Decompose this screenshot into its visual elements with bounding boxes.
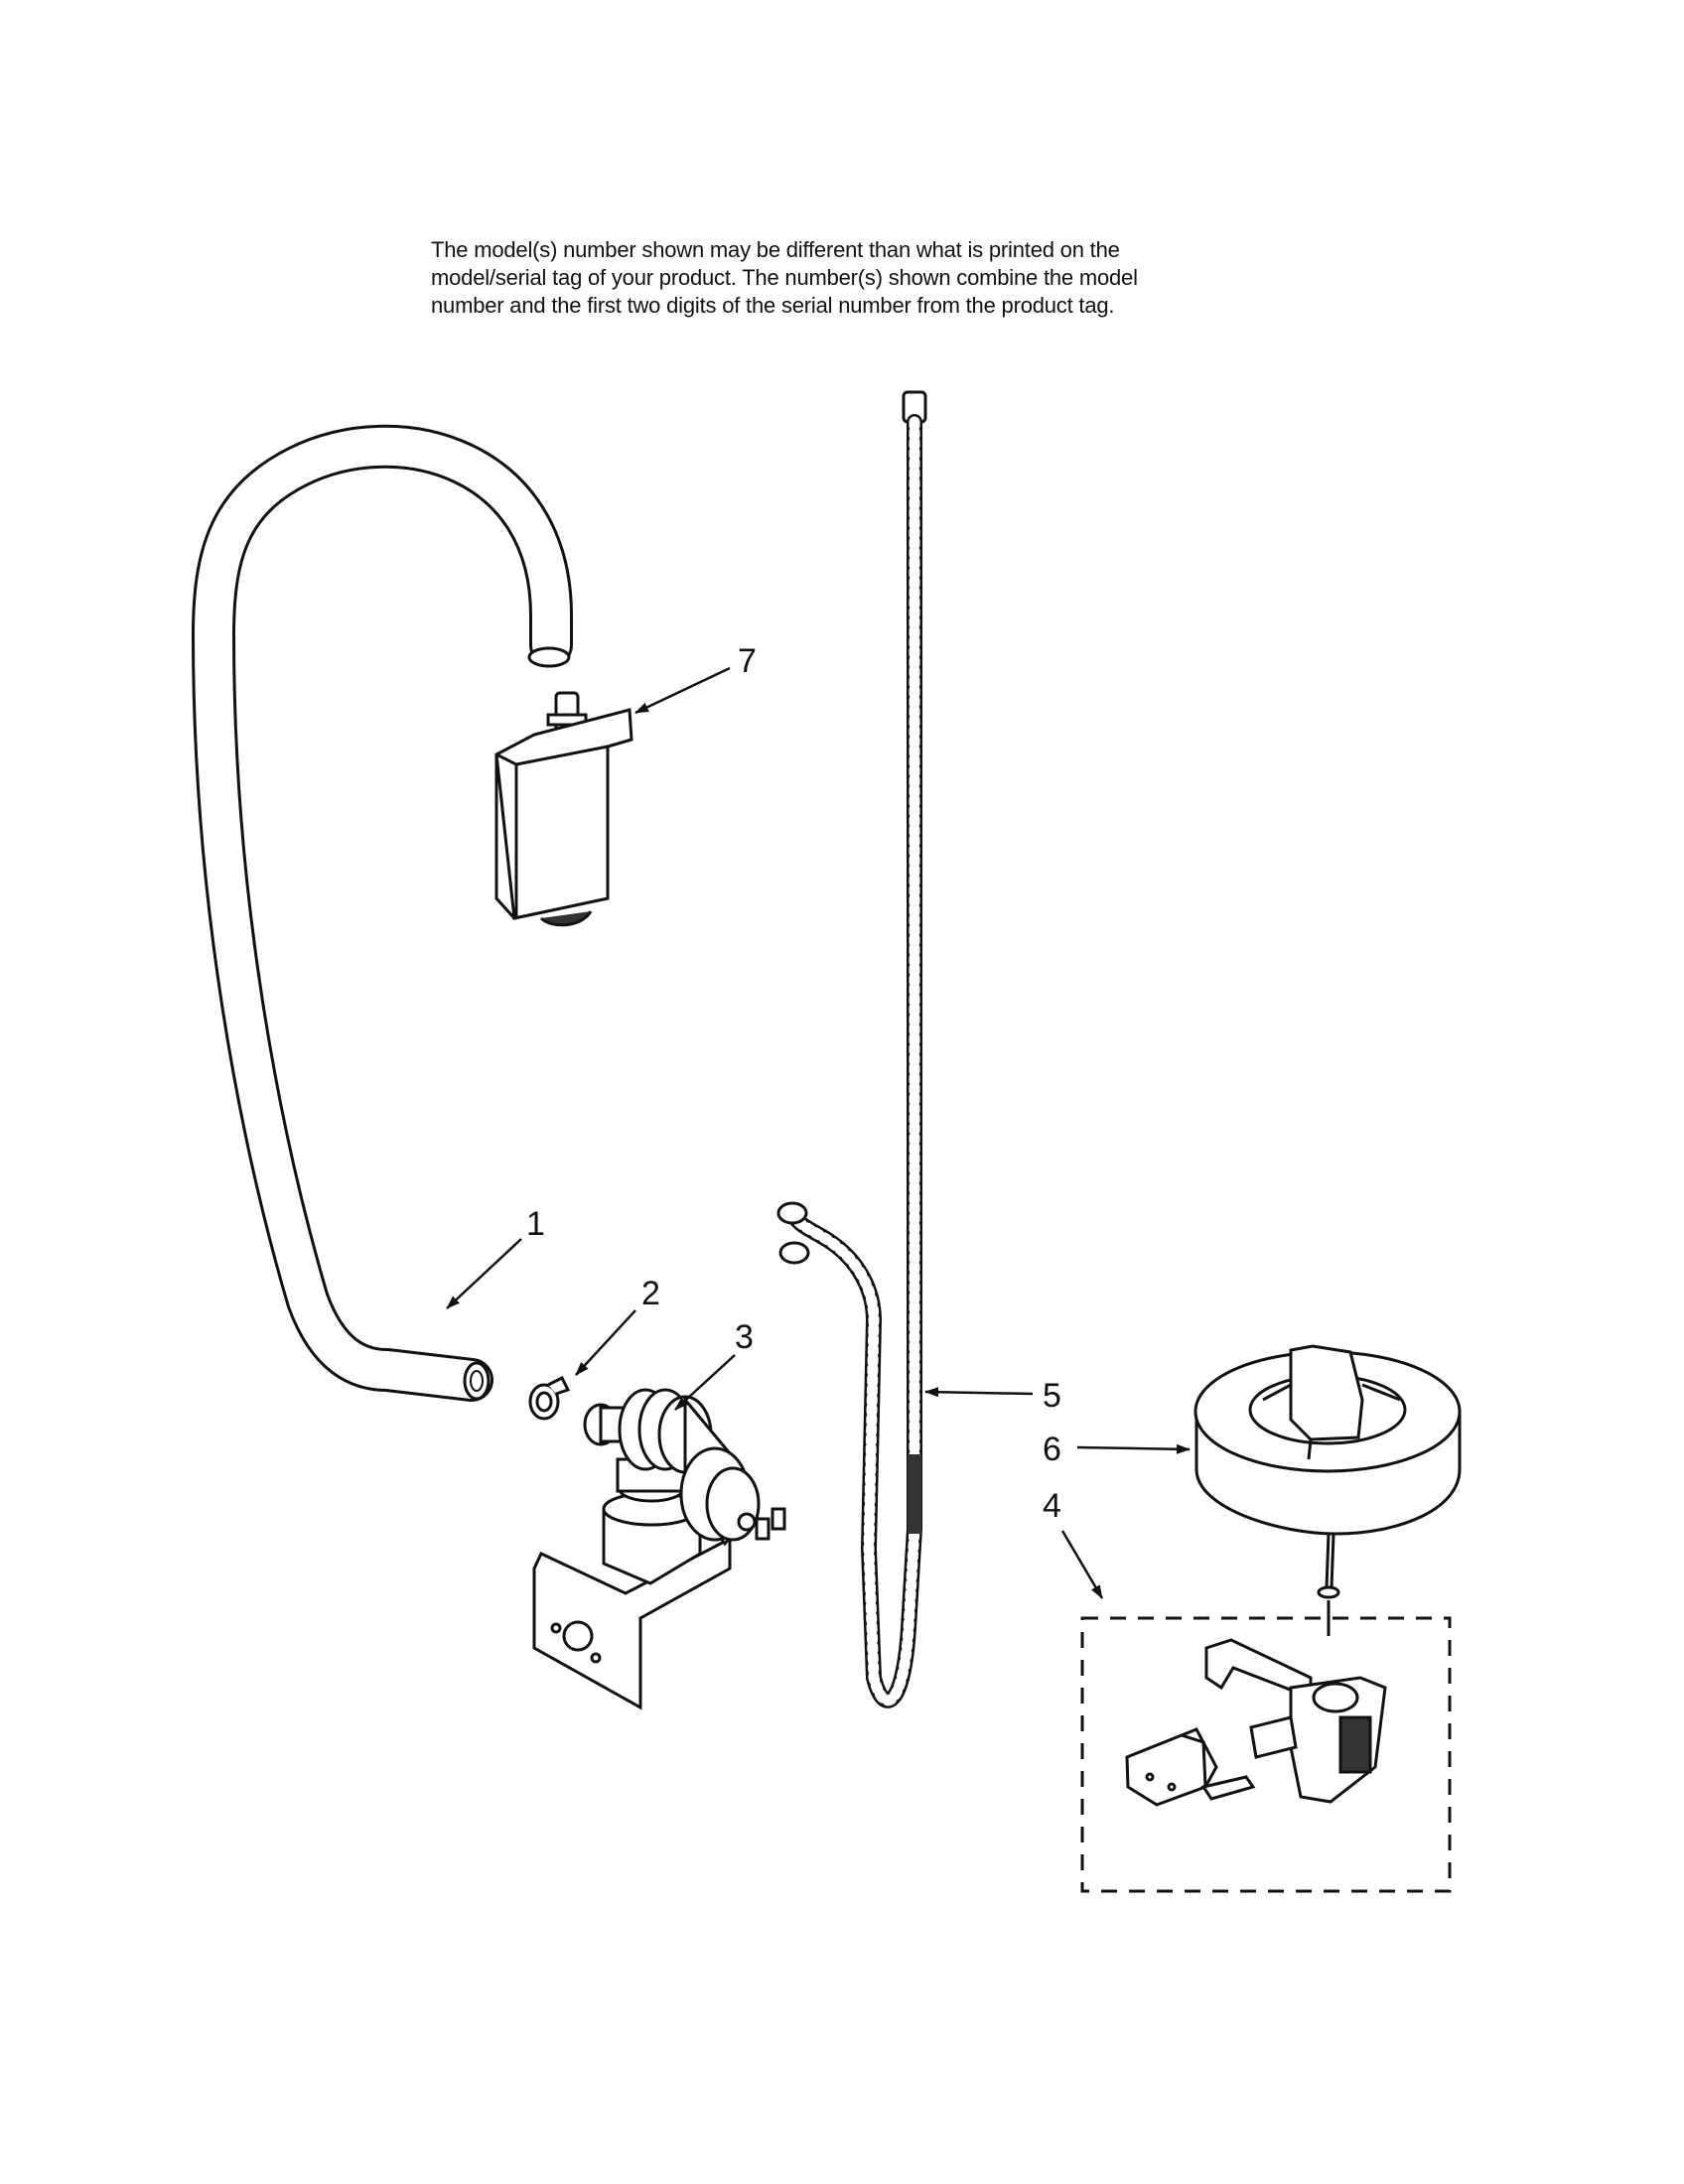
callout-7: 7	[738, 642, 757, 680]
drain-hose	[192, 424, 573, 1402]
disclaimer-line-3: number and the first two digits of the s…	[431, 293, 1115, 318]
callout-2: 2	[641, 1275, 660, 1312]
float-switch-assembly	[1080, 1600, 1452, 1893]
disclaimer-text: The model(s) number shown may be differe…	[431, 236, 1245, 320]
callout-4: 4	[1043, 1487, 1061, 1525]
callout-5: 5	[1043, 1377, 1061, 1415]
disclaimer-line-2: model/serial tag of your product. The nu…	[431, 265, 1138, 290]
water-valve	[532, 1388, 786, 1710]
callout-3: 3	[735, 1318, 754, 1356]
callout-6: 6	[1043, 1431, 1061, 1468]
wire-harness	[776, 390, 927, 1708]
air-gap	[494, 691, 633, 927]
hose-clamp	[528, 1375, 571, 1421]
callout-1: 1	[526, 1205, 545, 1243]
disclaimer-line-1: The model(s) number shown may be differe…	[431, 237, 1120, 262]
callout-leaders	[446, 666, 1191, 1599]
float	[1193, 1344, 1462, 1599]
